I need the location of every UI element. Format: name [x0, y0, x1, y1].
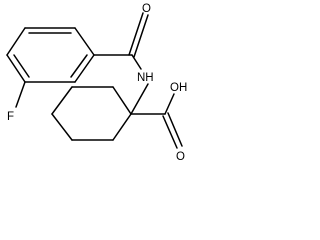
acid-oxygen-label: O	[176, 151, 185, 163]
ring-bond	[74, 27, 95, 56]
carbonyl-double-bond	[128, 12, 144, 56]
n-c-bond	[130, 83, 149, 115]
carbonyl-double-bond	[133, 14, 149, 58]
molecule-structure: F O NH OH O	[6, 3, 187, 163]
amide-oxygen-label: O	[142, 3, 151, 15]
ring-bond	[112, 86, 132, 115]
amide-nh-label: NH	[137, 72, 154, 84]
ring-bond	[6, 54, 26, 83]
aromatic-double-bond	[70, 54, 88, 78]
ring-bond	[6, 27, 26, 56]
ring-bond	[74, 54, 95, 83]
ring-bond	[51, 113, 73, 141]
ring-bond	[112, 113, 132, 141]
fluorine-atom-label: F	[7, 111, 14, 123]
c-f-bond	[15, 81, 26, 108]
acid-hydroxyl-label: OH	[170, 82, 187, 94]
cyclohexane-ring	[51, 86, 132, 141]
carboxyl-double-bond	[167, 112, 183, 147]
carboxyl-double-bond	[162, 115, 178, 149]
benzene-ring	[6, 27, 95, 83]
amide-c-n-bond	[131, 54, 142, 70]
c-oh-bond	[164, 93, 175, 115]
ring-bond	[51, 86, 73, 115]
aromatic-double-bond	[13, 54, 30, 78]
